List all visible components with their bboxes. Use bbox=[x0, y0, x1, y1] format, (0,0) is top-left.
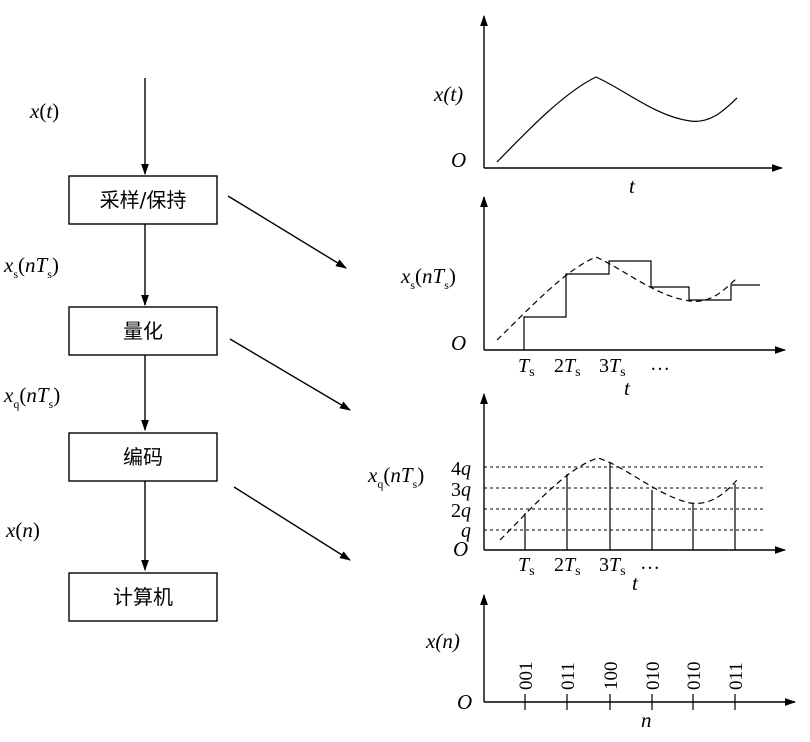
encode-label: 编码 bbox=[123, 445, 163, 469]
g3-tick-ts: Ts bbox=[518, 554, 535, 579]
input-label: x(t) bbox=[29, 99, 59, 123]
edge-label-xq: xq(nTs) bbox=[3, 383, 60, 411]
g2-hold-staircase bbox=[523, 260, 760, 350]
edge-label-xs: xs(nTs) bbox=[3, 253, 59, 281]
g3-origin: O bbox=[453, 537, 468, 561]
g1-ylabel: x(t) bbox=[433, 82, 463, 106]
g2-ellipsis: … bbox=[650, 353, 670, 375]
g4-ticks bbox=[524, 694, 736, 710]
g4-ylabel: x(n) bbox=[425, 629, 460, 653]
g2-analog-curve bbox=[496, 256, 738, 341]
g3-level-label-4q: 4q bbox=[451, 458, 471, 480]
pointer-arrow-3 bbox=[233, 486, 351, 561]
sample-hold-label: 采样/保持 bbox=[100, 188, 187, 212]
g3-level-label-q: q bbox=[461, 520, 471, 542]
edge-label-xn: x(n) bbox=[5, 518, 40, 542]
g1-signal-curve bbox=[496, 76, 738, 163]
computer-label: 计算机 bbox=[113, 585, 173, 609]
g2-xlabel: t bbox=[624, 376, 631, 400]
block-flow: x(t) 采样/保持 xs(nTs) 量化 xq(nTs) 编码 x(n) 计算… bbox=[3, 78, 218, 622]
pointer-arrow-1 bbox=[227, 195, 347, 269]
g3-sample-stems bbox=[524, 462, 736, 550]
g2-tick-ts: Ts bbox=[518, 355, 535, 380]
g4-code-4: 010 bbox=[643, 662, 664, 691]
g4-xlabel: n bbox=[641, 708, 652, 732]
g4-code-6: 011 bbox=[726, 662, 747, 690]
pointer-arrow-2 bbox=[229, 338, 351, 411]
g3-tick-3ts: 3Ts bbox=[599, 554, 626, 579]
g3-level-label-3q: 3q bbox=[451, 479, 471, 501]
g4-code-5: 010 bbox=[684, 662, 705, 691]
g3-analog-curve bbox=[499, 457, 738, 541]
g3-level-label-2q: 2q bbox=[451, 500, 471, 522]
graph-quantized: xq(nTs) 4q 3q 2q q O Ts 2Ts 3Ts … t bbox=[367, 392, 787, 595]
g1-origin: O bbox=[451, 148, 466, 172]
g2-ylabel: xs(nTs) bbox=[400, 264, 456, 292]
computer-block bbox=[68, 572, 218, 622]
g4-code-labels: 001 011 100 010 010 011 bbox=[516, 662, 747, 691]
graph-analog: x(t) O t bbox=[433, 14, 784, 198]
g4-code-1: 001 bbox=[516, 662, 537, 691]
g2-tick-2ts: 2Ts bbox=[554, 355, 581, 380]
g4-code-3: 100 bbox=[601, 662, 622, 691]
pointer-arrows bbox=[227, 195, 351, 561]
g4-origin: O bbox=[457, 690, 472, 714]
g3-xlabel: t bbox=[632, 571, 639, 595]
g3-ylabel: xq(nTs) bbox=[367, 463, 424, 491]
g2-origin: O bbox=[451, 331, 466, 355]
graph-sampled: xs(nTs) O Ts 2Ts 3Ts … t bbox=[400, 195, 787, 400]
g2-tick-3ts: 3Ts bbox=[599, 355, 626, 380]
encode-block bbox=[68, 432, 218, 482]
sample-hold-block bbox=[68, 175, 218, 225]
g3-ellipsis: … bbox=[640, 552, 660, 574]
quantize-block bbox=[68, 306, 218, 356]
g4-code-2: 011 bbox=[558, 662, 579, 690]
quantize-label: 量化 bbox=[123, 319, 163, 343]
graph-digital: 001 011 100 010 010 011 x(n) O n bbox=[425, 593, 797, 732]
g3-tick-2ts: 2Ts bbox=[554, 554, 581, 579]
g1-xlabel: t bbox=[629, 174, 636, 198]
